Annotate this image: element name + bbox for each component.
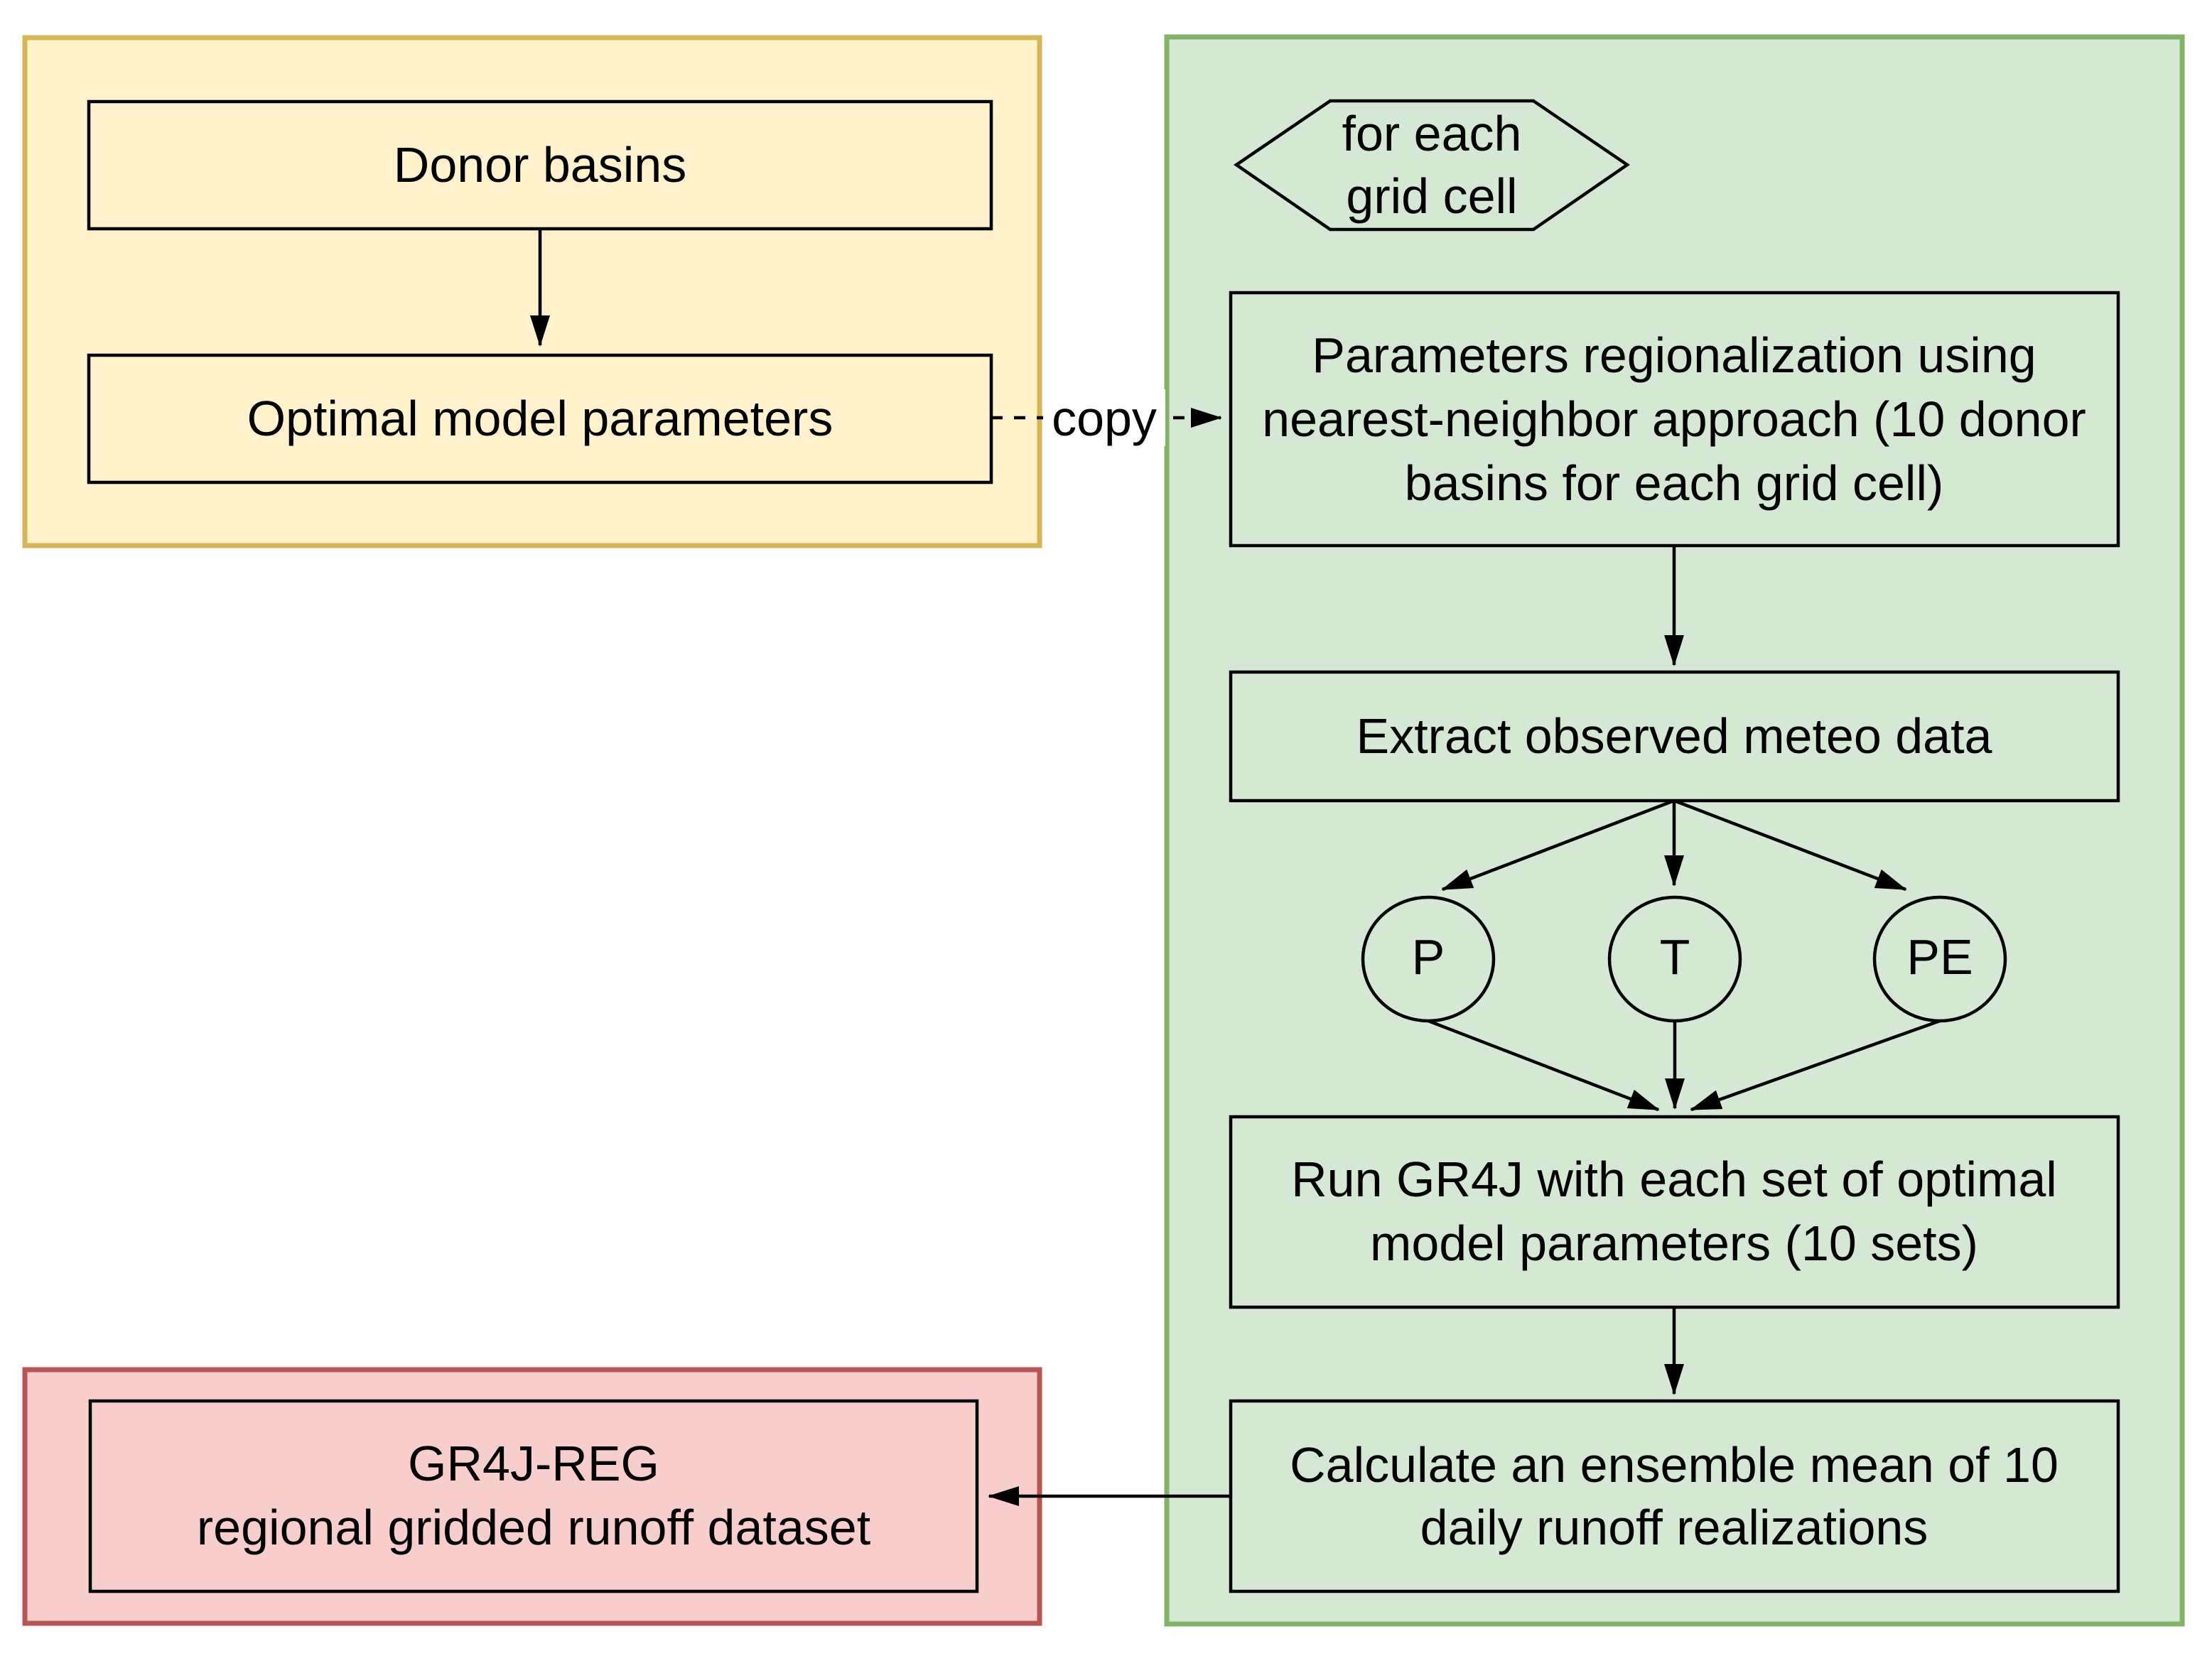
arrow-extract-to-pe xyxy=(1673,799,1907,892)
calculate-ensemble-box xyxy=(1229,1399,2120,1593)
donor-basins-label: Donor basins xyxy=(394,137,686,193)
gr4j-reg-output-line1: GR4J-REG xyxy=(408,1436,659,1491)
arrow-p-to-run xyxy=(1428,1019,1660,1112)
hexagon-label-line2: grid cell xyxy=(1346,168,1517,224)
parameters-regionalization-box xyxy=(1229,291,2120,548)
calculate-ensemble-line2: daily runoff realizations xyxy=(1420,1500,1928,1555)
extract-meteo-label: Extract observed meteo data xyxy=(1356,708,1992,764)
parameters-regionalization-line2: nearest-neighbor approach (10 donor xyxy=(1262,391,2086,447)
parameters-regionalization-line1: Parameters regionalization using xyxy=(1312,328,2036,383)
arrow-pe-to-run xyxy=(1690,1019,1941,1112)
arrow-extract-to-p xyxy=(1441,799,1675,892)
calculate-ensemble-line1: Calculate an ensemble mean of 10 xyxy=(1290,1437,2059,1493)
copy-label-background xyxy=(1043,389,1165,446)
run-gr4j-box xyxy=(1229,1115,2120,1309)
for-each-grid-cell-hexagon xyxy=(1234,99,1630,232)
gr4j-reg-output-line2: regional gridded runoff dataset xyxy=(197,1500,870,1555)
copy-label: copy xyxy=(1052,391,1157,446)
run-gr4j-line2: model parameters (10 sets) xyxy=(1370,1216,1978,1271)
run-gr4j-line1: Run GR4J with each set of optimal xyxy=(1291,1152,2057,1207)
gr4j-reg-output-box xyxy=(88,1399,979,1593)
parameters-regionalization-line3: basins for each grid cell) xyxy=(1405,455,1944,511)
optimal-parameters-label: Optimal model parameters xyxy=(247,391,833,446)
hexagon-label-line1: for each xyxy=(1342,106,1522,161)
donor-basins-box xyxy=(87,99,993,231)
circle-t-label: T xyxy=(1660,929,1690,985)
circle-pe-label: PE xyxy=(1906,929,1973,985)
extract-meteo-box xyxy=(1229,670,2120,803)
circle-p-label: P xyxy=(1412,929,1445,985)
